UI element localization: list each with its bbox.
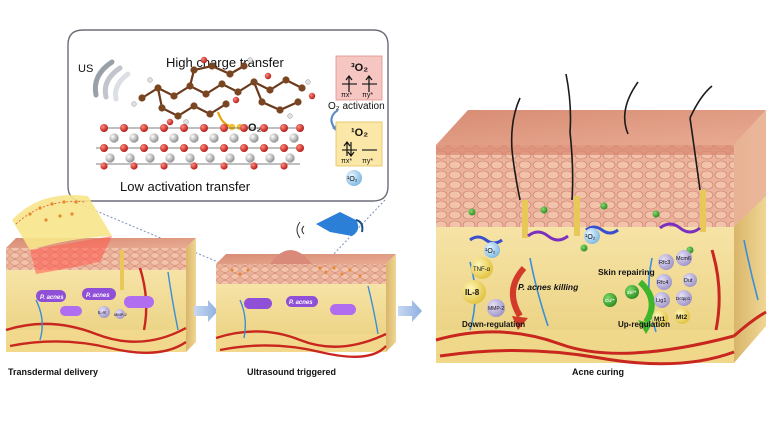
panel3-ros-bubble-2 <box>584 228 600 244</box>
panel3-marker-mmp2: MMP-2 <box>488 306 504 312</box>
panel3-marker-bubble-dut <box>683 273 697 287</box>
panel1-bacteria-label-b: P. acnes <box>86 293 110 299</box>
down-regulation-label: Down-regulation <box>462 320 525 329</box>
singlet-o2-bubble-label: ¹O₂ <box>347 176 358 183</box>
zoom-line-right <box>329 199 386 259</box>
panel3-marker-il8: IL-8 <box>465 288 480 297</box>
panel2-bacteria-label: P. acnes <box>289 300 313 306</box>
panel3-epidermis <box>436 145 734 227</box>
panel1-marker-bubble-1 <box>98 306 110 318</box>
up-regulation-label: Up-regulation <box>618 320 670 329</box>
panel3-marker-dctpp1: Dctpp1 <box>676 296 691 301</box>
panel2-epidermis <box>216 264 386 284</box>
panel2-particles <box>230 266 362 278</box>
panel3-marker-bubble-il8 <box>462 280 486 304</box>
microneedle-patch-icon <box>12 195 112 274</box>
panel3-ros-bubble-1 <box>484 242 500 258</box>
panel3-vessels <box>435 249 767 366</box>
low-transfer-label: Low activation transfer <box>120 179 251 194</box>
panel3-marker-tnf: TNF-α <box>473 267 491 273</box>
panel1-caption: Transdermal delivery <box>8 367 98 377</box>
panel3-marker-bubble-mcm6 <box>676 250 692 266</box>
killing-arrowhead-icon <box>512 316 528 330</box>
panel3-marker-lig1: Lig1 <box>656 298 666 304</box>
panel2-caption: Ultrasound triggered <box>247 367 336 377</box>
panel1-bacteria-label-a: P. acnes <box>40 295 64 301</box>
panel2-side-face <box>386 254 396 352</box>
killing-arrow-icon <box>510 265 527 318</box>
panel3-follicle-3 <box>700 190 706 232</box>
singlet-pi-x: πx* <box>341 158 352 165</box>
panel1-side-face <box>186 238 196 352</box>
panel3-damaged-bacteria <box>469 222 701 245</box>
panel3-hairs <box>510 73 713 201</box>
panel3-marker-mt2: Mt2 <box>676 314 688 321</box>
triplet-pi-x: πx* <box>341 92 352 99</box>
panel-transdermal-delivery: P. acnes P. acnes IL-8 MMP-2 Transdermal… <box>5 195 196 377</box>
panel3-ros-label-2: ¹O₂ <box>585 234 596 241</box>
panel2-bacteria <box>244 296 356 315</box>
repair-arrow-icon <box>637 279 655 324</box>
panel2-lesion-icon <box>270 250 312 264</box>
step-arrow-1-icon <box>194 300 218 322</box>
panel1-nerves <box>35 271 179 341</box>
panel3-ion-bubble-cu <box>603 293 617 307</box>
panel1-bacteria <box>36 288 154 316</box>
panel-ultrasound-triggered: P. acnes Ultrasound triggered <box>215 212 396 377</box>
singlet-o2-diagram: ¹O₂ πx* πy* <box>335 121 383 167</box>
panel1-marker-2: MMP-2 <box>114 312 128 317</box>
panel3-follicle-2 <box>574 196 580 236</box>
panel3-marker-mt1: Mt1 <box>654 316 666 323</box>
panel1-marker-1: IL-8 <box>98 310 106 315</box>
us-label: US <box>78 63 93 75</box>
singlet-o2-bubble <box>346 170 362 186</box>
panel3-marker-bubble-mt1 <box>652 310 668 326</box>
panel3-marker-bubble-mmp2 <box>487 299 505 317</box>
panel3-ion-zn: Zn²⁺ <box>627 290 637 295</box>
panel3-ion-cu: Cu²⁺ <box>605 298 615 303</box>
panel3-top-face <box>436 110 766 145</box>
singlet-o2-label: ¹O₂ <box>351 127 368 139</box>
panel3-marker-bubble-rfc4 <box>656 274 672 290</box>
panel2-vessels <box>215 330 387 358</box>
panel1-marker-bubble-2 <box>115 309 125 319</box>
panel3-ros-label-1: ¹O₂ <box>485 248 496 255</box>
repair-arrowhead-icon <box>638 320 652 334</box>
panel3-marker-bubble-lig1 <box>654 292 670 308</box>
panel3-marker-mcm6: Mcm6 <box>676 256 691 262</box>
panel3-follicle-1 <box>522 200 528 238</box>
panel3-ion-bubble-zn <box>625 285 639 299</box>
triplet-o2-label: ³O₂ <box>351 62 368 74</box>
step-arrow-2-icon <box>398 300 422 322</box>
panel3-marker-rfc3: Rfc3 <box>659 260 670 266</box>
triplet-o2-diagram: ³O₂ πx* πy* <box>335 55 383 101</box>
repair-label: Skin repairing <box>598 267 655 277</box>
panel1-follicle <box>120 250 124 290</box>
panel3-marker-rfc4: Rfc4 <box>657 280 668 286</box>
ultrasound-probe-icon <box>296 212 364 239</box>
molecule-icon <box>131 56 316 126</box>
panel-acne-curing: ¹O₂ ¹O₂ TNF-α IL-8 MMP-2 P. acnes killin… <box>435 73 767 377</box>
panel3-stratum <box>436 145 734 155</box>
panel3-marker-bubble-tnf <box>471 257 493 279</box>
o2-activation-label: O₂ activation <box>328 101 385 112</box>
panel3-caption: Acne curing <box>572 367 624 377</box>
singlet-pi-y: πy* <box>362 158 373 165</box>
panel3-marker-bubble-rfc3 <box>658 254 674 270</box>
panel2-nerves <box>239 285 379 339</box>
killing-label: P. acnes killing <box>518 282 579 292</box>
panel3-marker-dut: Dut <box>684 278 693 284</box>
panel3-marker-bubble-dctpp1 <box>676 290 692 306</box>
panel1-hypodermis <box>6 330 186 352</box>
triplet-pi-y: πy* <box>362 92 373 99</box>
panel3-marker-bubble-mt2 <box>674 308 690 324</box>
mechanism-callout: US High charge transfer <box>67 29 389 263</box>
catalyst-layer-icon <box>96 124 304 170</box>
ultrasound-waves-icon <box>92 59 131 102</box>
panel3-side-epidermis <box>734 110 766 227</box>
high-transfer-label: High charge transfer <box>166 55 284 70</box>
